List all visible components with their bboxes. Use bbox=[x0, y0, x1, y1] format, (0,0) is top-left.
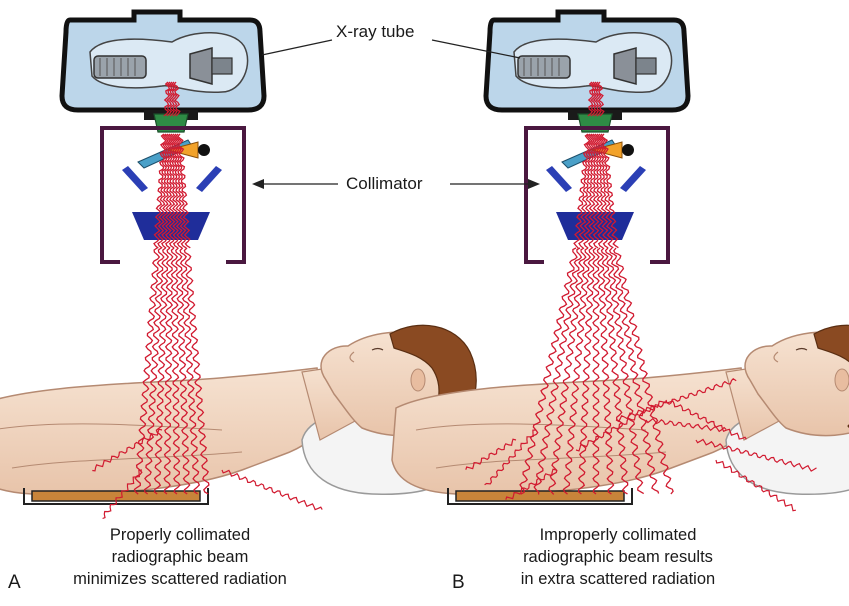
panel-b-rotor bbox=[636, 58, 656, 74]
panel-a-cathode bbox=[94, 56, 146, 78]
panel-b-caption: Improperly collimated radiographic beam … bbox=[478, 524, 758, 590]
panel-a-caption-line-2: radiographic beam bbox=[50, 546, 310, 568]
panel-a-patient-body bbox=[0, 368, 327, 494]
collimator-arrowhead-right bbox=[528, 179, 540, 189]
panel-a-letter: A bbox=[8, 572, 21, 594]
xray-tube-leader-left bbox=[262, 40, 332, 55]
panel-b-illustration bbox=[392, 12, 849, 511]
panel-a-caption-line-3: minimizes scattered radiation bbox=[50, 568, 310, 590]
panel-a-rotor bbox=[212, 58, 232, 74]
panel-a-upper-shutter-left bbox=[122, 166, 148, 192]
xray-tube-label: X-ray tube bbox=[336, 22, 414, 42]
panel-b-cathode bbox=[518, 56, 570, 78]
panel-a-scatter-ray bbox=[222, 470, 322, 510]
panel-b-patient-ear bbox=[835, 369, 849, 391]
panel-b-film-cassette bbox=[456, 491, 624, 501]
panel-b-upper-shutter-right bbox=[620, 166, 646, 192]
collimator-label: Collimator bbox=[346, 174, 423, 194]
panel-a-light-bulb bbox=[198, 144, 210, 156]
panel-b-light-bulb bbox=[622, 144, 634, 156]
panel-b-upper-shutter-left bbox=[546, 166, 572, 192]
panel-a-caption: Properly collimated radiographic beam mi… bbox=[50, 524, 310, 590]
panel-b-letter: B bbox=[452, 572, 465, 594]
panel-b-caption-line-2: radiographic beam results bbox=[478, 546, 758, 568]
panel-b-caption-line-1: Improperly collimated bbox=[478, 524, 758, 546]
panel-a-anode bbox=[190, 48, 212, 84]
panel-a-patient-ear bbox=[411, 369, 425, 391]
collimator-arrowhead-left bbox=[252, 179, 264, 189]
panel-a-upper-shutter-right bbox=[196, 166, 222, 192]
panel-b-caption-line-3: in extra scattered radiation bbox=[478, 568, 758, 590]
panel-b-anode bbox=[614, 48, 636, 84]
panel-a-caption-line-1: Properly collimated bbox=[50, 524, 310, 546]
